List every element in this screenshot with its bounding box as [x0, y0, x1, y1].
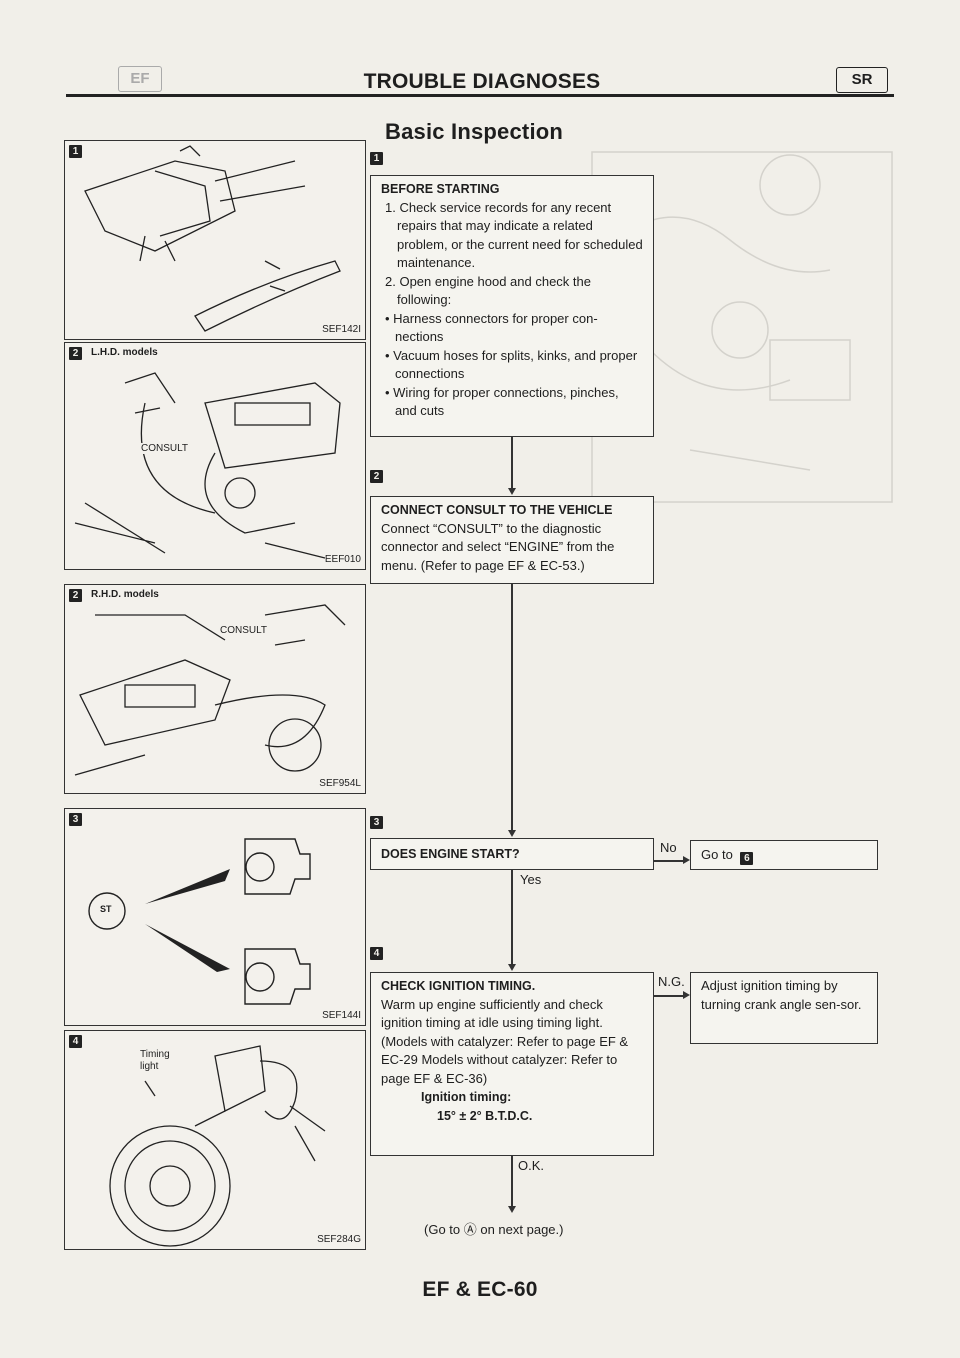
step-line: • Harness connectors for proper con-nect… — [385, 310, 598, 345]
illustration-panel-2-lhd: 2 L.H.D. models CONSULT EEF010 — [64, 342, 366, 570]
illustration-panel-3: 3 ST SEF144I — [64, 808, 366, 1026]
section-tag-left: EF — [118, 66, 162, 92]
flow-connector — [511, 1156, 513, 1208]
step-heading: BEFORE STARTING — [381, 182, 500, 196]
step-marker-icon: 1 — [370, 152, 383, 165]
flow-arrow-icon — [508, 488, 516, 495]
branch-connector — [654, 860, 684, 862]
page-title: TROUBLE DIAGNOSES — [363, 70, 601, 93]
step-box-ignition-timing: CHECK IGNITION TIMING. Warm up engine su… — [370, 972, 654, 1156]
flow-connector — [511, 870, 513, 966]
step-body: Connect “CONSULT” to the diagnostic conn… — [381, 520, 615, 573]
step-marker-icon: 3 — [370, 816, 383, 829]
step-marker-icon: 6 — [740, 852, 754, 865]
step-box-engine-start: DOES ENGINE START? — [370, 838, 654, 870]
flow-arrow-icon — [508, 1206, 516, 1213]
callout-light: light — [140, 1061, 159, 1072]
branch-label-ng: N.G. — [658, 974, 685, 989]
flow-connector — [511, 584, 513, 832]
step-heading: CHECK IGNITION TIMING. — [381, 979, 536, 993]
spec-label: Ignition timing: — [421, 1090, 512, 1104]
callout-timing: Timing — [140, 1049, 170, 1060]
flow-arrow-icon — [508, 830, 516, 837]
step-line: 2. Open engine hood and check the follow… — [385, 273, 591, 308]
branch-action: Adjust ignition timing by turning crank … — [701, 978, 862, 1012]
continue-note: (Go to Ⓐ on next page.) — [424, 1222, 564, 1237]
branch-action: Go to — [701, 847, 733, 862]
figure-code: SEF144I — [322, 1010, 361, 1021]
branch-label-no: No — [660, 840, 677, 855]
panel-label: L.H.D. models — [91, 347, 158, 358]
branch-label-ok: O.K. — [518, 1158, 545, 1173]
illustration-panel-1: 1 SEF142I — [64, 140, 366, 340]
step-question: DOES ENGINE START? — [381, 847, 520, 861]
section-tag-right: SR — [836, 67, 888, 93]
branch-connector — [654, 995, 684, 997]
branch-label-yes: Yes — [520, 872, 542, 887]
step-box-connect-consult: CONNECT CONSULT TO THE VEHICLE Connect “… — [370, 496, 654, 584]
step-box-before-starting: BEFORE STARTING 1. Check service records… — [370, 175, 654, 437]
step-line: 1. Check service records for any recent … — [385, 199, 643, 271]
step-line: • Vacuum hoses for splits, kinks, and pr… — [385, 347, 638, 382]
branch-box-goto-6: Go to 6 — [690, 840, 878, 870]
step-marker-icon: 2 — [69, 347, 82, 360]
spec-value: 15° ± 2° B.T.D.C. — [437, 1108, 533, 1123]
callout-consult: CONSULT — [141, 443, 189, 454]
figure-code: SEF284G — [317, 1234, 361, 1245]
step-marker-icon: 2 — [370, 470, 383, 483]
illustration-panel-2-rhd: 2 R.H.D. models CONSULT SEF954L — [64, 584, 366, 794]
illustration-panel-4: 4 Timing light SEF284G — [64, 1030, 366, 1250]
panel-label: R.H.D. models — [91, 589, 159, 600]
flow-arrow-icon — [508, 964, 516, 971]
step-marker-icon: 1 — [69, 145, 82, 158]
header-rule — [66, 94, 894, 97]
callout-consult: CONSULT — [220, 625, 268, 636]
figure-code: EEF010 — [324, 554, 361, 565]
step-body: Warm up engine sufficiently and check ig… — [381, 996, 629, 1086]
section-title: Basic Inspection — [385, 119, 564, 144]
flow-connector — [511, 437, 513, 490]
step-heading: CONNECT CONSULT TO THE VEHICLE — [381, 503, 613, 517]
ignition-st-label: ST — [100, 904, 112, 914]
step-line: • Wiring for proper connections, pinches… — [385, 384, 619, 419]
step-marker-icon: 3 — [69, 813, 82, 826]
step-marker-icon: 4 — [370, 947, 383, 960]
figure-code: SEF142I — [322, 324, 361, 335]
page-number: EF & EC-60 — [422, 1278, 538, 1301]
branch-box-adjust-timing: Adjust ignition timing by turning crank … — [690, 972, 878, 1044]
step-marker-icon: 2 — [69, 589, 82, 602]
branch-arrow-icon — [683, 856, 690, 864]
step-marker-icon: 4 — [69, 1035, 82, 1048]
figure-code: SEF954L — [319, 778, 361, 789]
branch-arrow-icon — [683, 991, 690, 999]
